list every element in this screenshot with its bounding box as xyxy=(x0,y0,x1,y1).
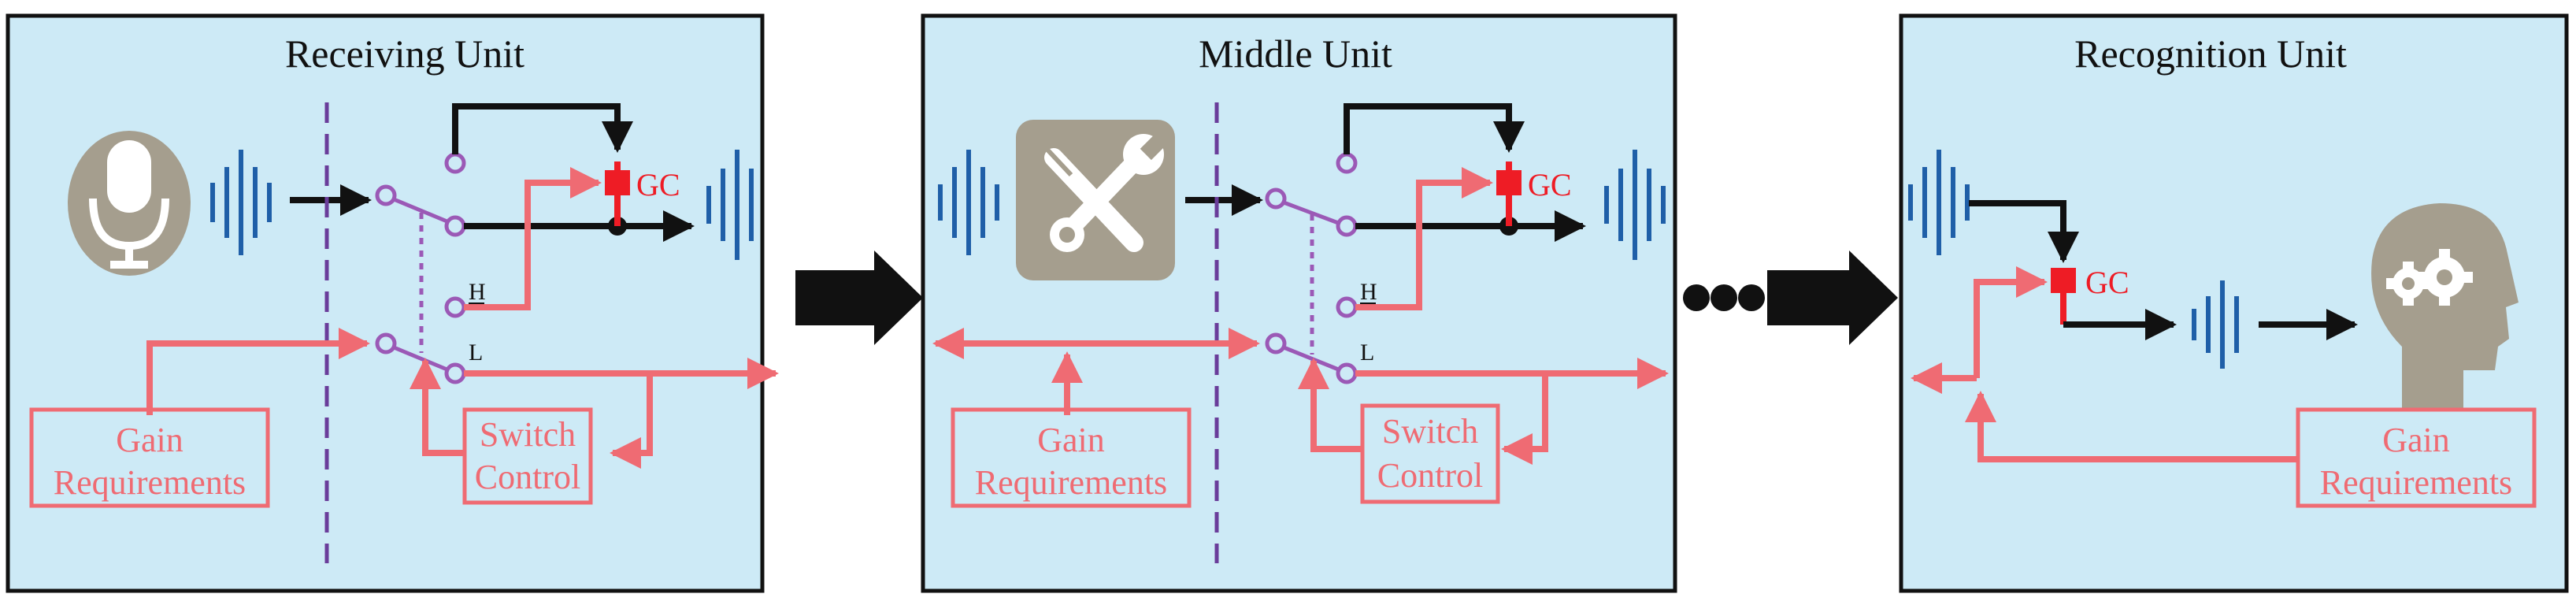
output-sound-wave-icon xyxy=(1604,150,1666,260)
panel-background xyxy=(6,13,765,593)
arrow-right-icon xyxy=(795,251,923,345)
gain-requirements-box: Gain Requirements xyxy=(2296,407,2537,508)
gain-requirements-box: Gain Requirements xyxy=(29,407,270,508)
low-terminal-label: L xyxy=(469,340,483,366)
low-terminal-label: L xyxy=(1360,340,1374,366)
switch-label-line2: Control xyxy=(475,458,580,496)
switch-control-box: Switch Control xyxy=(462,407,593,505)
switch-feedback-line xyxy=(1501,373,1548,465)
gain-to-gc-arrow xyxy=(1974,266,2048,378)
switch-control-arrow xyxy=(1298,358,1362,452)
panel-title: Receiving Unit xyxy=(285,32,524,76)
gc-block xyxy=(1496,170,1522,195)
gain-label-line2: Requirements xyxy=(975,463,1167,502)
gain-label-line1: Gain xyxy=(2382,421,2450,459)
input-feed-line xyxy=(1969,200,2079,263)
panel-title: Middle Unit xyxy=(1199,32,1392,76)
bypass-feedback-line xyxy=(452,103,633,154)
sound-wave-icon xyxy=(1908,150,1970,255)
switch-feedback-line xyxy=(610,373,653,469)
output-sound-wave-icon xyxy=(2192,280,2239,369)
switch-control-arrow xyxy=(410,358,465,456)
brain-gears-icon xyxy=(2371,203,2519,410)
gain-requirement-path xyxy=(1965,391,2300,462)
arrow-right-icon xyxy=(1767,251,1898,345)
switch-control-box: Switch Control xyxy=(1360,403,1500,504)
panel-title: Recognition Unit xyxy=(2074,32,2347,76)
gc-block xyxy=(2051,268,2076,293)
gain-requirement-path xyxy=(146,328,370,415)
high-terminal-label: H xyxy=(1360,279,1377,305)
gc-label: GC xyxy=(636,167,680,202)
gain-requirements-box: Gain Requirements xyxy=(951,407,1192,508)
high-gain-path xyxy=(464,167,602,310)
gc-block xyxy=(605,170,630,195)
bypass-feedback-line xyxy=(1344,103,1525,154)
gc-label: GC xyxy=(2085,265,2129,300)
sound-wave-icon xyxy=(938,150,999,255)
receiving-unit-panel: Receiving Unit H xyxy=(6,13,779,593)
recognition-unit-panel: Recognition Unit GC xyxy=(1899,13,2569,593)
tools-icon xyxy=(1016,120,1175,280)
high-gain-path xyxy=(1355,167,1493,310)
switch-label-line2: Control xyxy=(1377,456,1483,495)
sound-wave-icon xyxy=(210,150,272,255)
panel-background xyxy=(921,13,1677,593)
high-terminal-label: H xyxy=(469,279,486,305)
gc-label: GC xyxy=(1528,167,1572,202)
output-sound-wave-icon xyxy=(706,150,754,260)
switch-label-line1: Switch xyxy=(480,415,576,454)
ellipsis-icon xyxy=(1683,284,1765,311)
microphone-icon xyxy=(68,131,191,276)
middle-unit-panel: Middle Unit H xyxy=(921,13,1677,593)
gain-label-line2: Requirements xyxy=(2320,463,2512,502)
gain-label-line2: Requirements xyxy=(54,463,246,502)
switch-label-line1: Switch xyxy=(1382,412,1478,451)
gain-label-line1: Gain xyxy=(116,421,183,459)
gain-label-line1: Gain xyxy=(1037,421,1105,459)
